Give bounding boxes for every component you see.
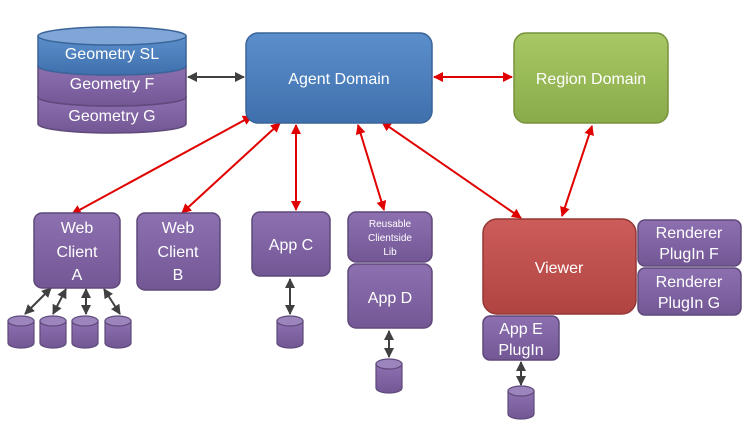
webclient-a-db2-link [52,288,67,315]
web-client-a-line3: A [72,267,83,284]
geometry-f-label: Geometry F [70,76,155,93]
web-client-b-line2: Client [158,244,199,261]
connectors [24,72,594,386]
app-d-box[interactable]: App D [347,263,433,329]
app-d-label: App D [368,290,412,307]
app-c-box[interactable]: App C [251,211,331,277]
reusable-lib-line1: Reusable [369,219,412,230]
geometry-stack: Geometry SL Geometry F Geometry G [37,26,187,134]
app-e-plugin-box[interactable]: App E PlugIn [482,315,560,361]
geometry-sl-segment [37,35,187,76]
app-c-label: App C [269,237,313,254]
agent-viewer-link [381,121,522,219]
renderer-f-line2: PlugIn F [659,246,719,263]
geometry-g-segment [37,96,187,134]
reusable-lib-line2: Clientside [368,233,412,244]
agent-domain-box[interactable]: Agent Domain [245,32,433,124]
geometry-sl-top [37,26,187,46]
web-client-a-line1: Web [61,220,94,237]
viewer-label: Viewer [535,260,584,277]
geometry-f-segment [37,65,187,107]
renderer-plugin-f-box[interactable]: Renderer PlugIn F [637,219,742,267]
reusable-clientside-lib-box[interactable]: Reusable Clientside Lib [347,211,433,263]
db-app-c [276,315,304,349]
web-client-b-line1: Web [162,220,195,237]
geometry-g-label: Geometry G [68,108,155,125]
db-app-d [375,358,403,394]
geometry-sl-label: Geometry SL [65,46,159,63]
agent-reusable-lib-link [355,124,387,211]
agent-webclient-b-link [181,122,281,214]
db-webclient-a-2 [39,315,67,349]
webclient-a-db4-link [103,288,121,315]
db-app-e [507,385,535,420]
renderer-f-line1: Renderer [656,225,723,242]
renderer-g-line2: PlugIn G [658,295,720,312]
reusable-lib-line3: Lib [383,247,397,258]
web-client-b-line3: B [173,267,184,284]
app-e-line1: App E [499,321,543,338]
db-webclient-a-1 [7,315,35,349]
db-webclient-a-4 [104,315,132,349]
region-domain-label: Region Domain [536,71,646,88]
app-e-line2: PlugIn [498,342,543,359]
renderer-g-line1: Renderer [656,274,723,291]
agent-domain-label: Agent Domain [288,71,389,88]
region-viewer-link [560,125,594,217]
db-webclient-a-3 [71,315,99,349]
renderer-plugin-g-box[interactable]: Renderer PlugIn G [637,267,742,316]
webclient-a-db1-link [24,287,52,315]
web-client-a-box[interactable]: Web Client A [33,212,121,289]
web-client-b-box[interactable]: Web Client B [136,212,221,291]
viewer-box[interactable]: Viewer [482,218,637,315]
region-domain-box[interactable]: Region Domain [513,32,669,124]
web-client-a-line2: Client [57,244,98,261]
